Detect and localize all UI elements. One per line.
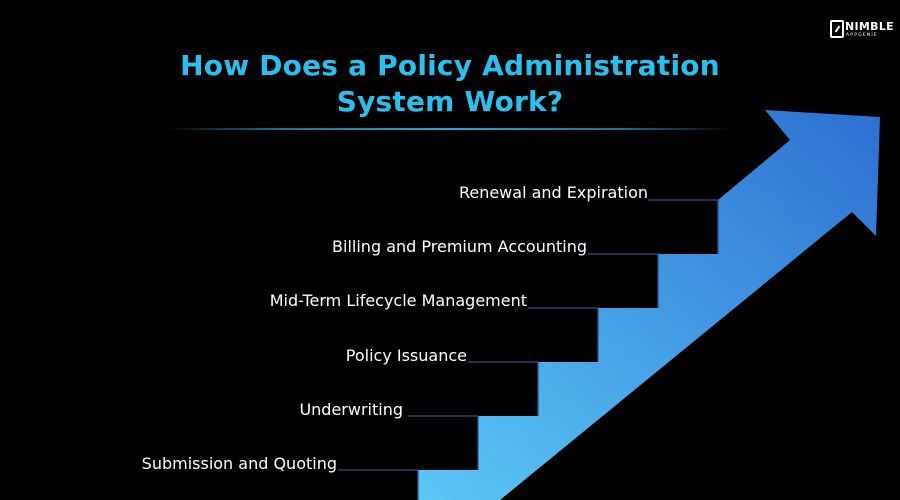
step-label-underwriting: Underwriting [299, 400, 403, 419]
logo-mark-icon [830, 20, 844, 38]
stair-edge-6 [648, 199, 719, 254]
logo-subtext: APPGENIE [846, 33, 878, 38]
step-label-submission: Submission and Quoting [141, 454, 337, 473]
title-divider [165, 128, 735, 130]
stair-edges [338, 199, 719, 500]
page-title-line-1: How Does a Policy Administration [180, 49, 720, 82]
rising-arrow [418, 110, 880, 500]
step-label-policy-issuance: Policy Issuance [345, 346, 467, 365]
brand-logo: NIMBLE APPGENIE [830, 20, 894, 42]
stair-edge-2 [408, 415, 479, 470]
step-label-renewal: Renewal and Expiration [458, 183, 648, 202]
stair-edge-5 [588, 253, 659, 308]
stair-edge-4 [528, 307, 599, 362]
step-label-mid-term: Mid-Term Lifecycle Management [269, 291, 527, 310]
page-title: How Does a Policy Administration System … [0, 48, 900, 120]
page-title-line-2: System Work? [336, 85, 564, 118]
step-label-billing: Billing and Premium Accounting [332, 237, 587, 256]
stair-edge-1 [338, 469, 419, 500]
stair-edge-3 [468, 361, 539, 416]
logo-wordmark: NIMBLE [845, 20, 894, 33]
